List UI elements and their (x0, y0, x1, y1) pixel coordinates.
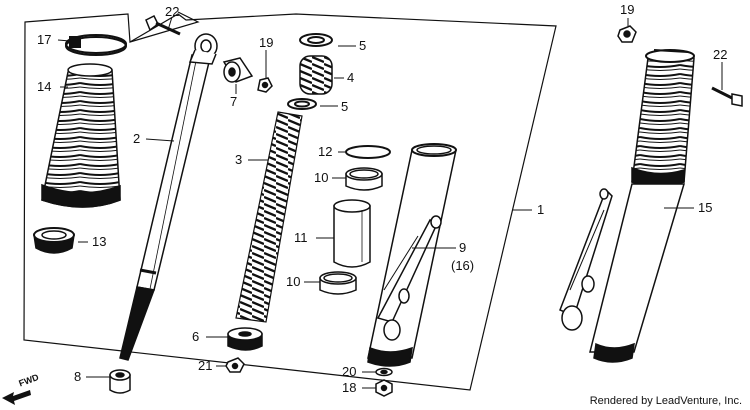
forward-arrow-icon (2, 390, 31, 405)
part-20-washer (375, 367, 393, 377)
callout-5-seat-upper: 5 (359, 38, 367, 53)
part-9-slider (367, 143, 457, 367)
part-21-nut (225, 357, 245, 373)
part-19-nut-left (257, 77, 273, 93)
leader-lines (57, 16, 723, 389)
callout-9-slider: 9 (459, 240, 467, 255)
callout-19-nut: 19 (259, 35, 274, 50)
part-22-bolt-right (711, 86, 743, 107)
callout-4-spring: 4 (347, 70, 355, 85)
callout-22-bolt-right: 22 (713, 47, 728, 62)
part-4-short-spring (299, 55, 333, 95)
callout-3-main-spring: 3 (235, 152, 243, 167)
part-12-clip (345, 145, 391, 159)
callout-21-nut: 21 (198, 358, 213, 373)
part-10-bushing-lower (319, 271, 357, 295)
callout-12-clip: 12 (318, 144, 333, 159)
part-2-fork-tube (119, 33, 218, 361)
callout-19-nut-right: 19 (620, 2, 635, 17)
part-3-main-spring (235, 111, 303, 323)
render-credit: Rendered by LeadVenture, Inc. (589, 395, 742, 407)
callout-10-bushing-lower: 10 (286, 274, 301, 289)
part-19-nut-right (617, 25, 637, 43)
callout-7-bushing: 7 (230, 94, 238, 109)
callout-11-cylinder: 11 (294, 230, 308, 245)
part-8-washer (109, 369, 131, 394)
callout-8-washer: 8 (74, 369, 82, 384)
part-15-fork-leg-assembly (559, 49, 695, 363)
part-6-seat (227, 327, 263, 351)
callout-13-seal: 13 (92, 234, 107, 249)
part-10-bushing-upper (345, 167, 383, 191)
callout-20-washer: 20 (342, 364, 357, 379)
part-5-seat-lower (287, 98, 317, 110)
part-11-cylinder (333, 199, 371, 268)
part-17-clamp (65, 34, 127, 56)
callout-10-bushing-upper: 10 (314, 170, 329, 185)
callout-18-nut: 18 (342, 380, 357, 395)
part-14-boot (41, 63, 121, 208)
callout-1-assembly: 1 (537, 202, 545, 217)
part-7-bushing (222, 57, 254, 83)
callout-22-bolt: 22 (165, 4, 180, 19)
callout-6-seat: 6 (192, 329, 200, 344)
assembly-outline (23, 11, 557, 391)
callout-5-seat-lower: 5 (341, 99, 349, 114)
callout-14-boot: 14 (37, 79, 52, 94)
callout-9-alt-qty: (16) (451, 258, 475, 273)
callout-2-fork-tube: 2 (133, 131, 141, 146)
callout-17-clamp: 17 (37, 32, 52, 47)
part-13-seal (33, 227, 75, 254)
part-18-nut (375, 379, 393, 397)
callout-15-fork-leg: 15 (698, 200, 713, 215)
part-5-seat-upper (299, 33, 333, 47)
